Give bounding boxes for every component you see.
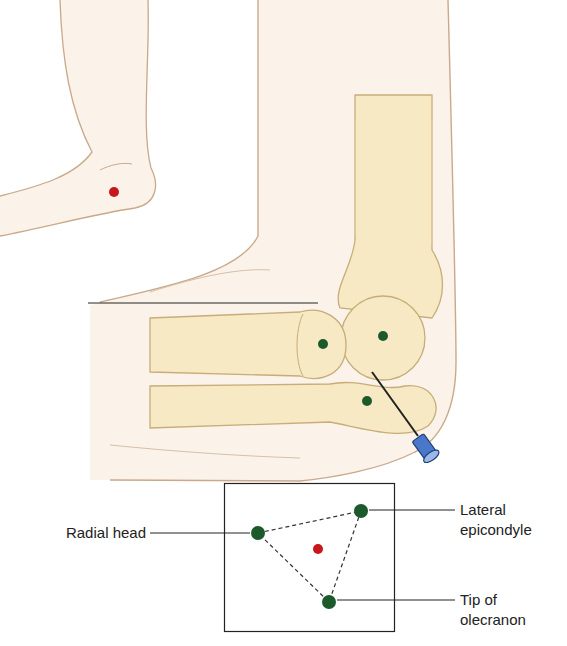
skin-crease <box>150 270 270 292</box>
arm-fill <box>0 0 156 236</box>
skin-crease <box>100 163 132 170</box>
injection-site-dot <box>109 187 119 197</box>
leader-line <box>150 533 250 534</box>
ulna-bone <box>150 382 436 433</box>
arm-fill <box>90 0 456 481</box>
needle <box>372 372 418 436</box>
inset-box <box>225 484 395 632</box>
landmark-dot <box>318 339 328 349</box>
leader-line <box>337 600 455 601</box>
part-label: Lateral epicondyle <box>460 500 560 540</box>
lateral-condyle <box>341 296 425 380</box>
radial-neck-line <box>297 314 303 376</box>
humerus-bone <box>338 95 442 318</box>
arm-outline <box>0 0 92 196</box>
landmark-dot <box>378 331 388 341</box>
radius-bone <box>150 310 346 378</box>
landmark-dot <box>354 504 368 518</box>
syringe-hub <box>410 432 440 464</box>
hub-rim <box>422 448 441 465</box>
landmark-dot <box>251 526 265 540</box>
landmark-dot <box>322 595 336 609</box>
pointer-line <box>88 303 318 304</box>
landmark-dot <box>362 396 372 406</box>
skin-crease <box>110 445 300 458</box>
arm-outline <box>100 0 258 302</box>
part-label: Radial head <box>20 523 146 543</box>
dashed-triangle <box>258 511 361 602</box>
arm-outline <box>110 0 456 481</box>
arm-outline <box>0 0 156 236</box>
bone-shading <box>355 120 432 245</box>
part-label: Tip of olecranon <box>460 590 560 630</box>
leader-line <box>369 510 455 511</box>
injection-site-dot <box>313 544 323 554</box>
